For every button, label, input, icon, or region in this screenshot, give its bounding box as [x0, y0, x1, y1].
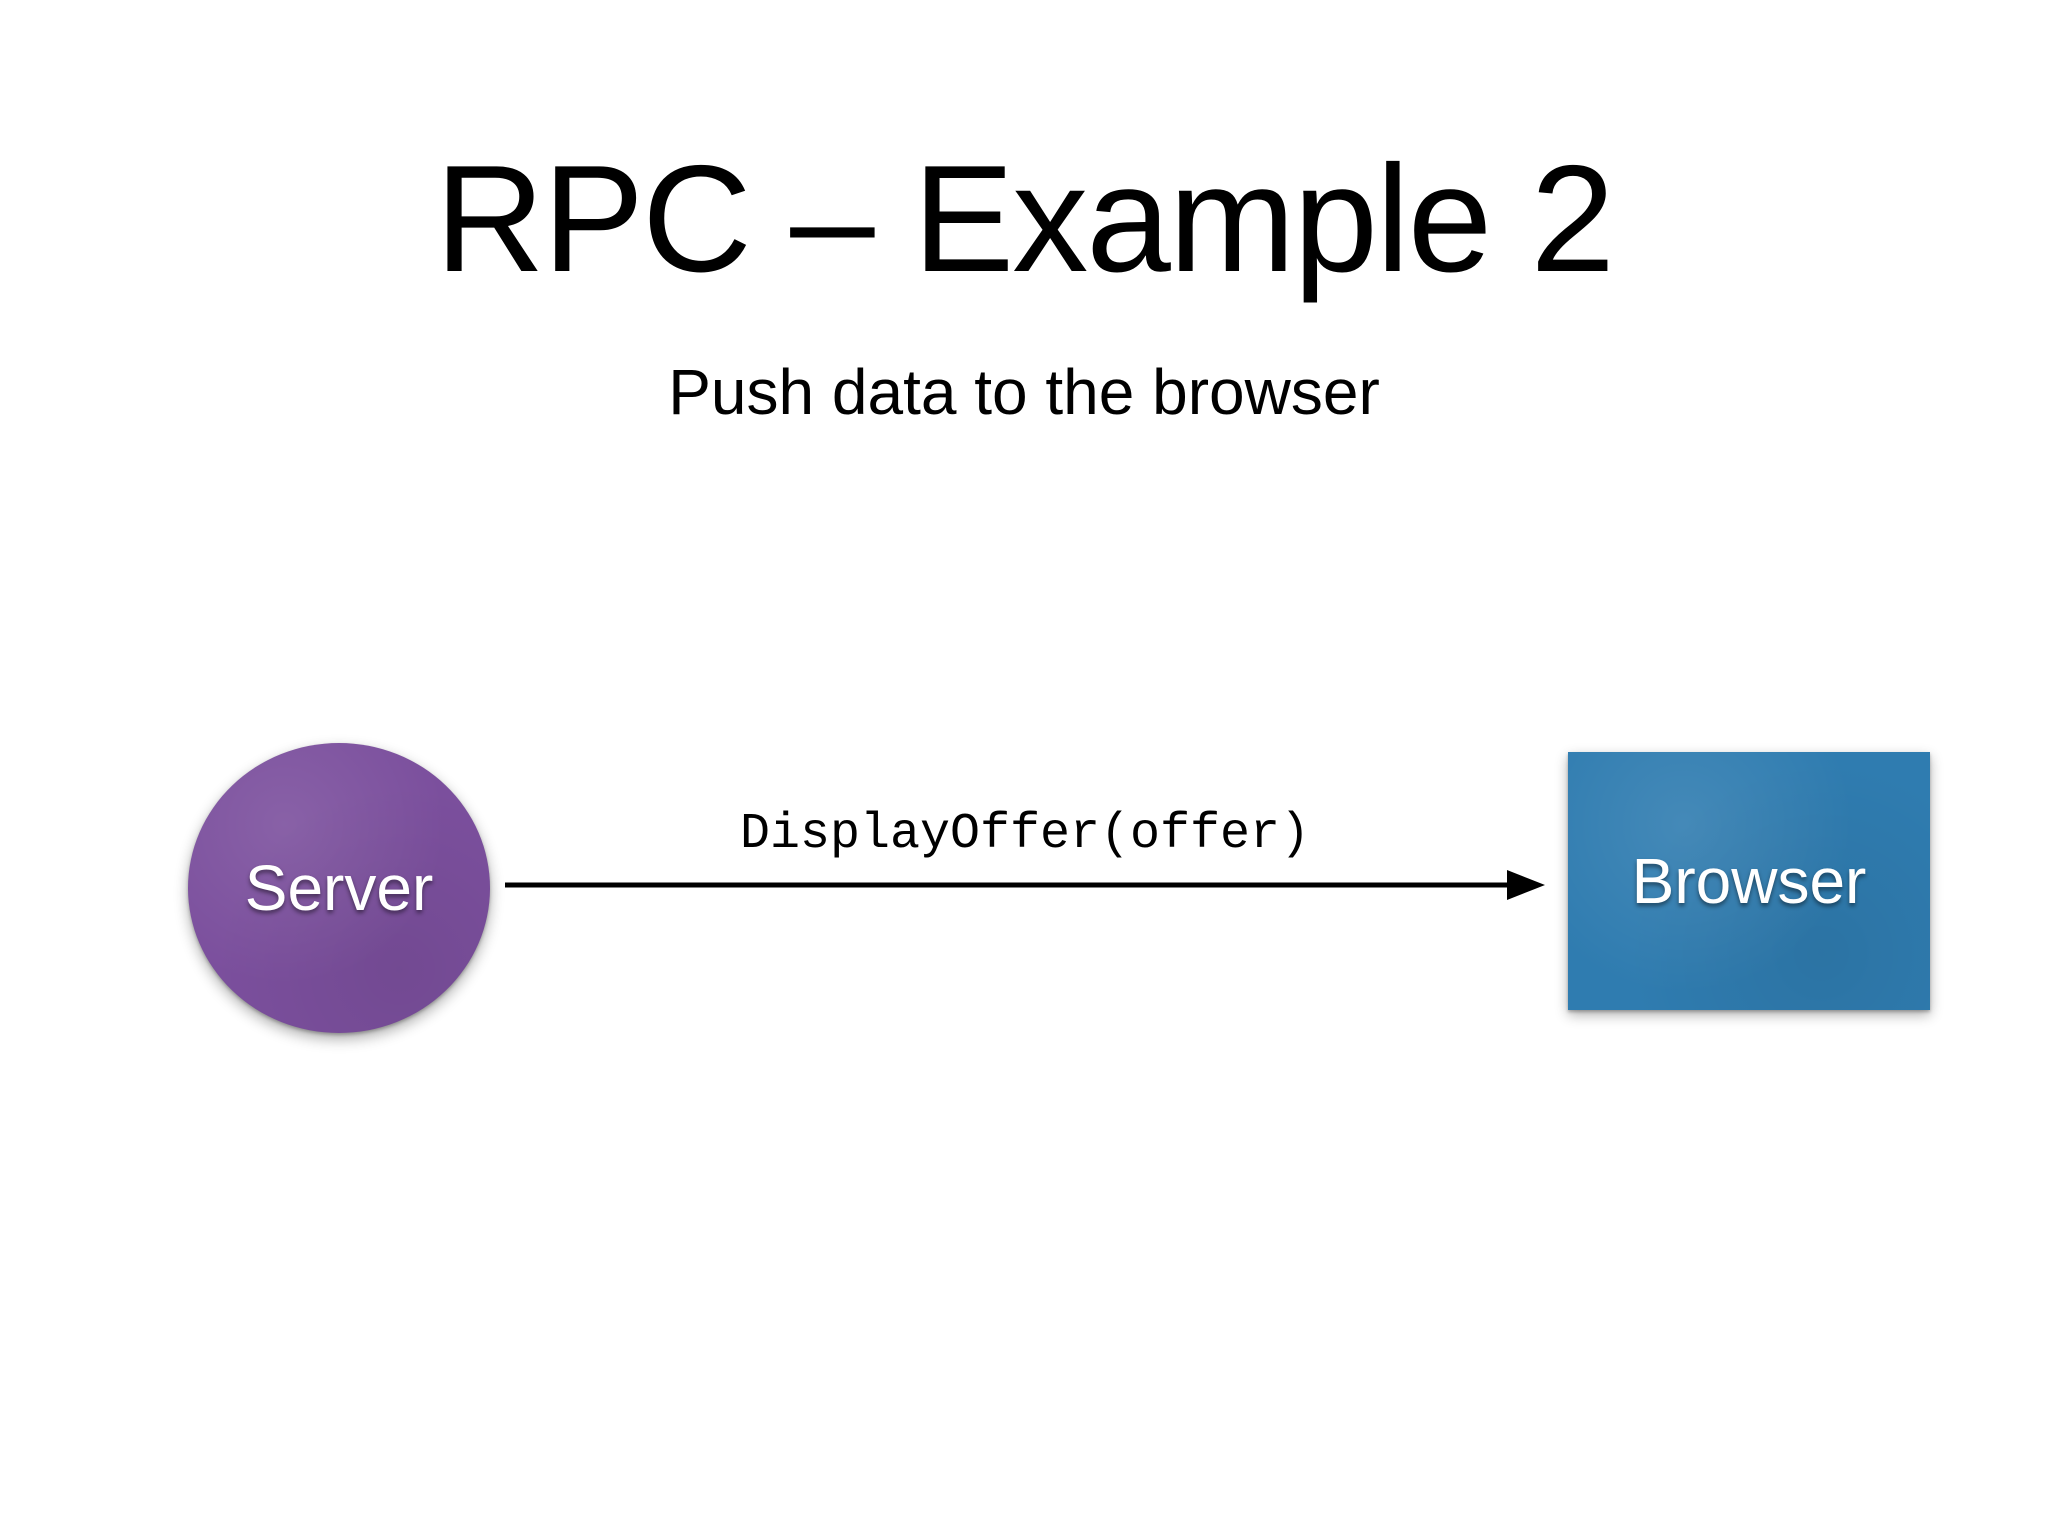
rpc-arrow	[505, 870, 1545, 900]
server-node: Server	[188, 743, 490, 1033]
arrowhead-icon	[1507, 870, 1545, 900]
browser-label: Browser	[1631, 845, 1867, 917]
arrow-label: DisplayOffer(offer)	[739, 806, 1311, 863]
server-label: Server	[244, 852, 434, 924]
browser-node: Browser	[1568, 752, 1930, 1010]
slide-title: RPC – Example 2	[434, 134, 1615, 304]
slide-subtitle: Push data to the browser	[668, 356, 1380, 428]
